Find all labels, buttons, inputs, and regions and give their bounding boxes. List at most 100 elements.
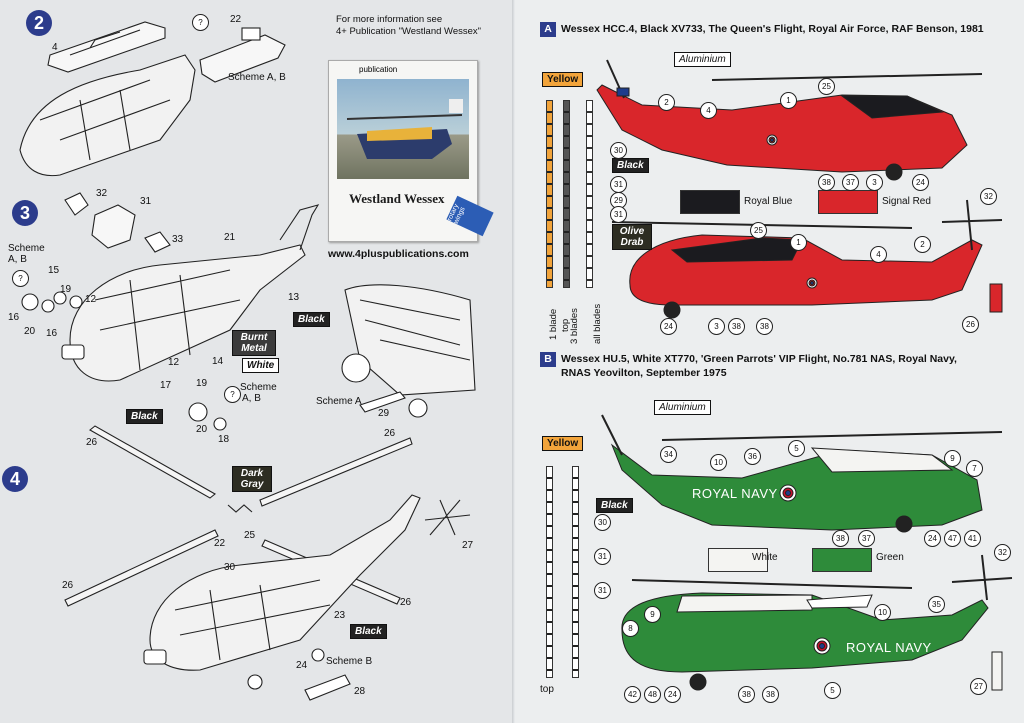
part-num-19b: 19 <box>196 378 208 389</box>
callout-b-5b: 5 <box>824 682 841 699</box>
callout-a-3b: 3 <box>708 318 725 335</box>
part-num-22b: 22 <box>214 538 226 549</box>
part-num-12b: 12 <box>168 357 180 368</box>
color-tag-white: White <box>242 358 280 373</box>
color-tag-aluminium-b: Aluminium <box>654 400 711 415</box>
scheme-a-drawing <box>596 59 1013 691</box>
callout-b-7: 7 <box>966 460 983 477</box>
blade-strip-black-1 <box>563 100 570 288</box>
callout-b-38c: 38 <box>762 686 779 703</box>
callout-a-31b: 31 <box>610 206 627 223</box>
scheme-ab-label-top: Scheme A, B <box>228 72 286 83</box>
book-cover: publication Westland Wessex rotary wings <box>328 60 494 242</box>
callout-b-32: 32 <box>994 544 1011 561</box>
part-num-14: 14 <box>212 356 224 367</box>
callout-a-38: 38 <box>818 174 835 191</box>
left-instruction-page: 2 3 4 <box>0 0 512 723</box>
swatch-signal-red-label: Signal Red <box>882 196 931 207</box>
callout-a-4: 4 <box>700 102 717 119</box>
scheme-a-label: Scheme A <box>316 396 362 407</box>
part-num-29: 29 <box>378 408 390 419</box>
blade-label-3: 3 blades <box>569 308 580 344</box>
part-num-27: 27 <box>462 540 474 551</box>
blade-strip-b-1 <box>546 466 553 678</box>
part-num-17: 17 <box>160 380 172 391</box>
scheme-b-label: Scheme B <box>326 656 373 667</box>
callout-a-38b: 38 <box>728 318 745 335</box>
part-num-21: 21 <box>224 232 236 243</box>
part-num-33: 33 <box>172 234 184 245</box>
scheme-ab-label-mid-2: A, B <box>242 393 261 404</box>
swatch-white <box>708 548 768 572</box>
part-num-28: 28 <box>354 686 366 697</box>
blade-label-all: all blades <box>592 303 603 344</box>
callout-b-10b: 10 <box>874 604 891 621</box>
part-num-4: 4 <box>52 42 58 53</box>
book-title: Westland Wessex <box>349 191 445 206</box>
color-tag-black-3: Black <box>350 624 387 639</box>
step-2-badge: 2 <box>26 10 52 36</box>
part-num-19: 19 <box>60 284 72 295</box>
callout-b-27: 27 <box>970 678 987 695</box>
part-num-20b: 20 <box>196 424 208 435</box>
question-mark-3: ? <box>224 386 241 403</box>
callout-a-25b: 25 <box>750 222 767 239</box>
scheme-a-letter: A <box>540 22 556 37</box>
callout-b-34: 34 <box>660 446 677 463</box>
part-num-23: 23 <box>334 610 346 621</box>
step-3-badge: 3 <box>12 200 38 226</box>
color-tag-black-2: Black <box>126 409 163 424</box>
callout-b-37: 37 <box>858 530 875 547</box>
color-tag-black-1: Black <box>293 312 330 327</box>
book-photo-helicopter <box>346 99 463 159</box>
part-num-31: 31 <box>140 196 152 207</box>
callout-a-38c: 38 <box>756 318 773 335</box>
book-photo <box>337 79 469 179</box>
page-fold <box>512 0 515 723</box>
callout-a-31: 31 <box>610 176 627 193</box>
callout-b-38b: 38 <box>738 686 755 703</box>
callout-b-38: 38 <box>832 530 849 547</box>
callout-a-24: 24 <box>912 174 929 191</box>
part-num-12: 12 <box>85 294 97 305</box>
callout-b-36: 36 <box>744 448 761 465</box>
part-num-22: 22 <box>230 14 242 25</box>
callout-b-30: 30 <box>594 514 611 531</box>
question-mark: ? <box>192 14 209 31</box>
part-num-20: 20 <box>24 326 36 337</box>
callout-b-31b: 31 <box>594 582 611 599</box>
callout-a-32: 32 <box>980 188 997 205</box>
part-num-13: 13 <box>288 292 300 303</box>
part-num-26: 26 <box>86 437 98 448</box>
royal-navy-text-top: ROYAL NAVY <box>692 486 778 501</box>
blade-strip-b-2 <box>572 466 579 678</box>
callout-a-26: 26 <box>962 316 979 333</box>
part-num-26b: 26 <box>384 428 396 439</box>
swatch-white-label: White <box>752 552 778 563</box>
info-line-1: For more information see <box>336 14 443 25</box>
blade-strip-yellow-1 <box>546 100 553 288</box>
part-num-24: 24 <box>296 660 308 671</box>
part-num-15: 15 <box>48 265 60 276</box>
part-num-18: 18 <box>218 434 230 445</box>
callout-b-35: 35 <box>928 596 945 613</box>
callout-b-24: 24 <box>924 530 941 547</box>
swatch-royal-blue <box>680 190 740 214</box>
color-tag-yellow-a: Yellow <box>542 72 584 87</box>
callout-a-4b: 4 <box>870 246 887 263</box>
part-num-26c: 26 <box>62 580 74 591</box>
color-tag-black-b: Black <box>596 498 633 513</box>
scheme-b-title-2: RNAS Yeovilton, September 1975 <box>561 367 727 379</box>
part-num-32: 32 <box>96 188 108 199</box>
callout-b-41: 41 <box>964 530 981 547</box>
callout-b-10: 10 <box>710 454 727 471</box>
swatch-green-label: Green <box>876 552 904 563</box>
royal-navy-text-bottom: ROYAL NAVY <box>846 640 932 655</box>
callout-b-8: 8 <box>622 620 639 637</box>
part-num-25: 25 <box>244 530 256 541</box>
blade-b-top-label: top <box>540 684 554 695</box>
callout-a-1b: 1 <box>790 234 807 251</box>
